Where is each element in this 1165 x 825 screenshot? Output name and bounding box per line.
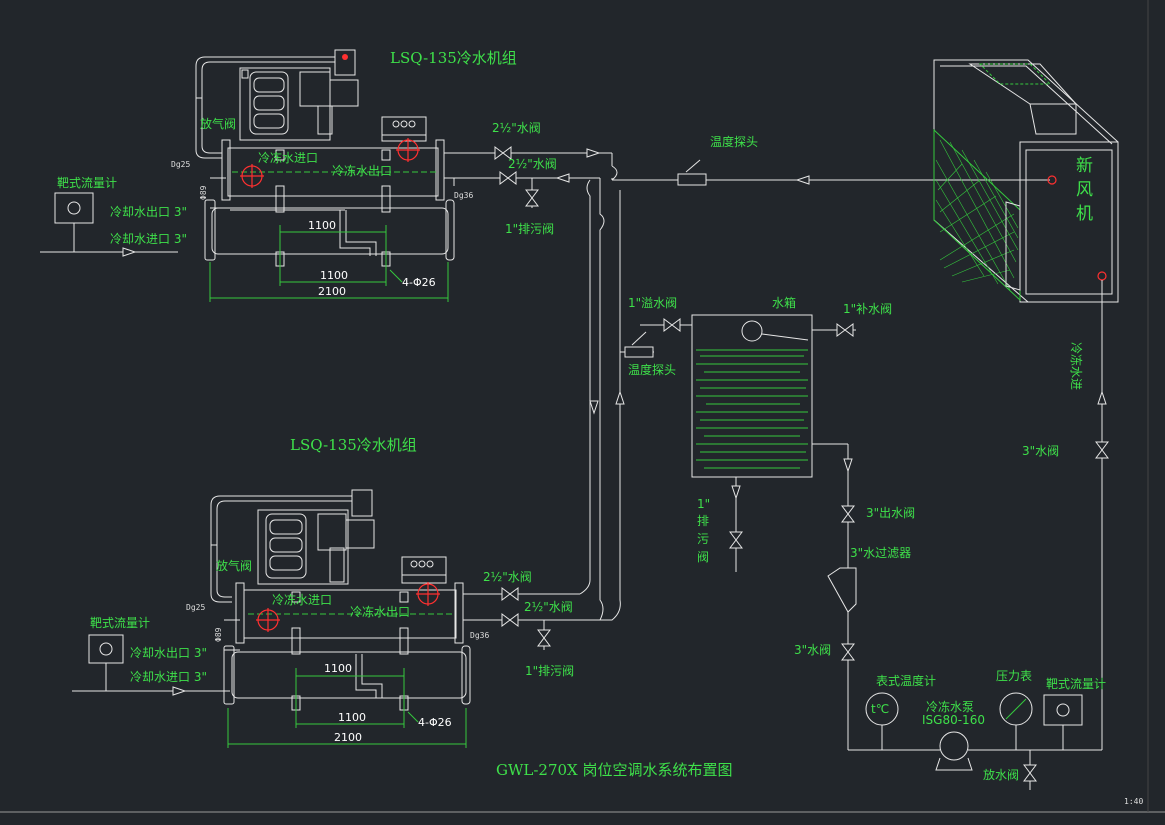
flowmeter-label-loop: 靶式流量计 [1046,677,1106,691]
drawing-title: GWL-270X 岗位空调水系统布置图 [496,761,733,779]
outlet-valve-label: 3"出水阀 [866,506,915,520]
valve-a-label-top: 2½"水阀 [492,121,541,135]
tank-drain-size: 1" [697,497,710,511]
vent-valve-label-bottom: 放气阀 [216,558,252,573]
makeup-valve-label: 1"补水阀 [843,302,892,316]
cooling-out-label-top: 冷却水出口 3" [110,205,187,219]
flowmeter-label-top: 靶式流量计 [57,176,117,190]
temp-probe-label-top: 温度探头 [710,134,758,149]
drain-valve-label-top: 1"排污阀 [505,222,554,236]
dimensions-top [209,225,449,302]
chilled-piping-top [444,146,1050,208]
water-filter [827,567,857,613]
cooling-out-label-bottom: 冷却水出口 3" [130,646,207,660]
dg36-label-top: Dg36 [454,191,473,200]
dimensions-bottom [227,668,467,748]
dim-1100-b-bottom: 1100 [338,711,366,724]
cooling-in-label-bottom: 冷却水进口 3" [130,670,207,684]
chilled-in-label-top: 冷冻水进口 [258,150,318,165]
ahu-char-2: 风 [1076,180,1093,200]
filter-label: 3"水过滤器 [850,546,911,560]
holes-label-bottom: 4-Φ26 [418,716,452,729]
tank-drain-char-3: 阀 [697,550,709,564]
thermometer-label: 表式温度计 [876,673,936,688]
flowmeter-loop [1043,694,1083,750]
chilled-piping-bottom [463,179,654,650]
valve-b-label-bottom: 2½"水阀 [524,600,573,614]
drain-valve-label-bottom: 1"排污阀 [525,664,574,678]
ahu-char-3: 机 [1076,204,1093,224]
scale-label: 1:40 [1124,797,1143,806]
dim-1100-a-bottom: 1100 [324,662,352,675]
valve-a-label-bottom: 2½"水阀 [483,570,532,584]
evaporator-bottom [235,582,464,644]
chilled-in-label-bottom: 冷冻水进口 [272,592,332,607]
dim-2100-top: 2100 [318,285,346,298]
thermometer-symbol: t℃ [871,702,889,716]
unit-title-bottom: LSQ-135冷水机组 [290,436,417,454]
cooling-in-label-top: 冷却水进口 3" [110,232,187,246]
tank-drain-char-2: 污 [697,532,709,546]
holes-label-top: 4-Φ26 [402,276,436,289]
ahu-char-1: 新 [1076,156,1093,176]
pressure-gauge [999,692,1033,750]
tank-label: 水箱 [772,295,796,310]
valve-b-label-top: 2½"水阀 [508,157,557,171]
chilled-loop [827,280,1109,790]
chilled-out-label-bottom: 冷冻水出口 [350,604,410,619]
valve-3in-right-label: 3"水阀 [1022,444,1059,458]
condenser-bottom [223,637,471,711]
chilled-supply-label: 冷冻水进 [1069,342,1084,390]
tank-probe-label: 温度探头 [628,362,676,377]
tank-drain-char-1: 排 [697,514,709,528]
flowmeter-label-bottom: 靶式流量计 [90,616,150,630]
phi89-label-top: Φ89 [199,185,208,200]
evaporator-top [221,138,445,201]
pump-label: 冷冻水泵 [926,699,974,714]
thermometer [865,692,899,750]
pressure-gauge-label: 压力表 [996,669,1032,683]
water-tank [624,314,856,750]
valve-3in-left-label: 3"水阀 [794,643,831,657]
compressor-bottom [257,489,375,585]
control-box-top [381,116,427,136]
chiller-unit-top: 放气阀 [171,49,517,302]
dg25-label-bottom: Dg25 [186,603,205,612]
dim-1100-a-top: 1100 [308,219,336,232]
drain-valve-label-loop: 放水阀 [983,767,1019,782]
overflow-valve-label: 1"溢水阀 [628,296,677,310]
chilled-water-pump [935,731,973,771]
air-handling-unit [933,59,1119,303]
vent-valve-label-top: 放气阀 [200,116,236,131]
flowmeter-top [40,192,178,257]
unit-title-top: LSQ-135冷水机组 [390,49,517,67]
dim-2100-bottom: 2100 [334,731,362,744]
chilled-out-label-top: 冷冻水出口 [332,163,392,178]
pump-model-label: ISG80-160 [922,713,985,727]
dg25-label-top: Dg25 [171,160,190,169]
dg36-label-bottom: Dg36 [470,631,489,640]
compressor-top [239,49,359,141]
phi89-label-bottom: Φ89 [214,627,223,642]
chiller-unit-bottom: 放气阀 冷冻水 [186,489,489,748]
dim-1100-b-top: 1100 [320,269,348,282]
flowmeter-bottom [72,634,230,696]
